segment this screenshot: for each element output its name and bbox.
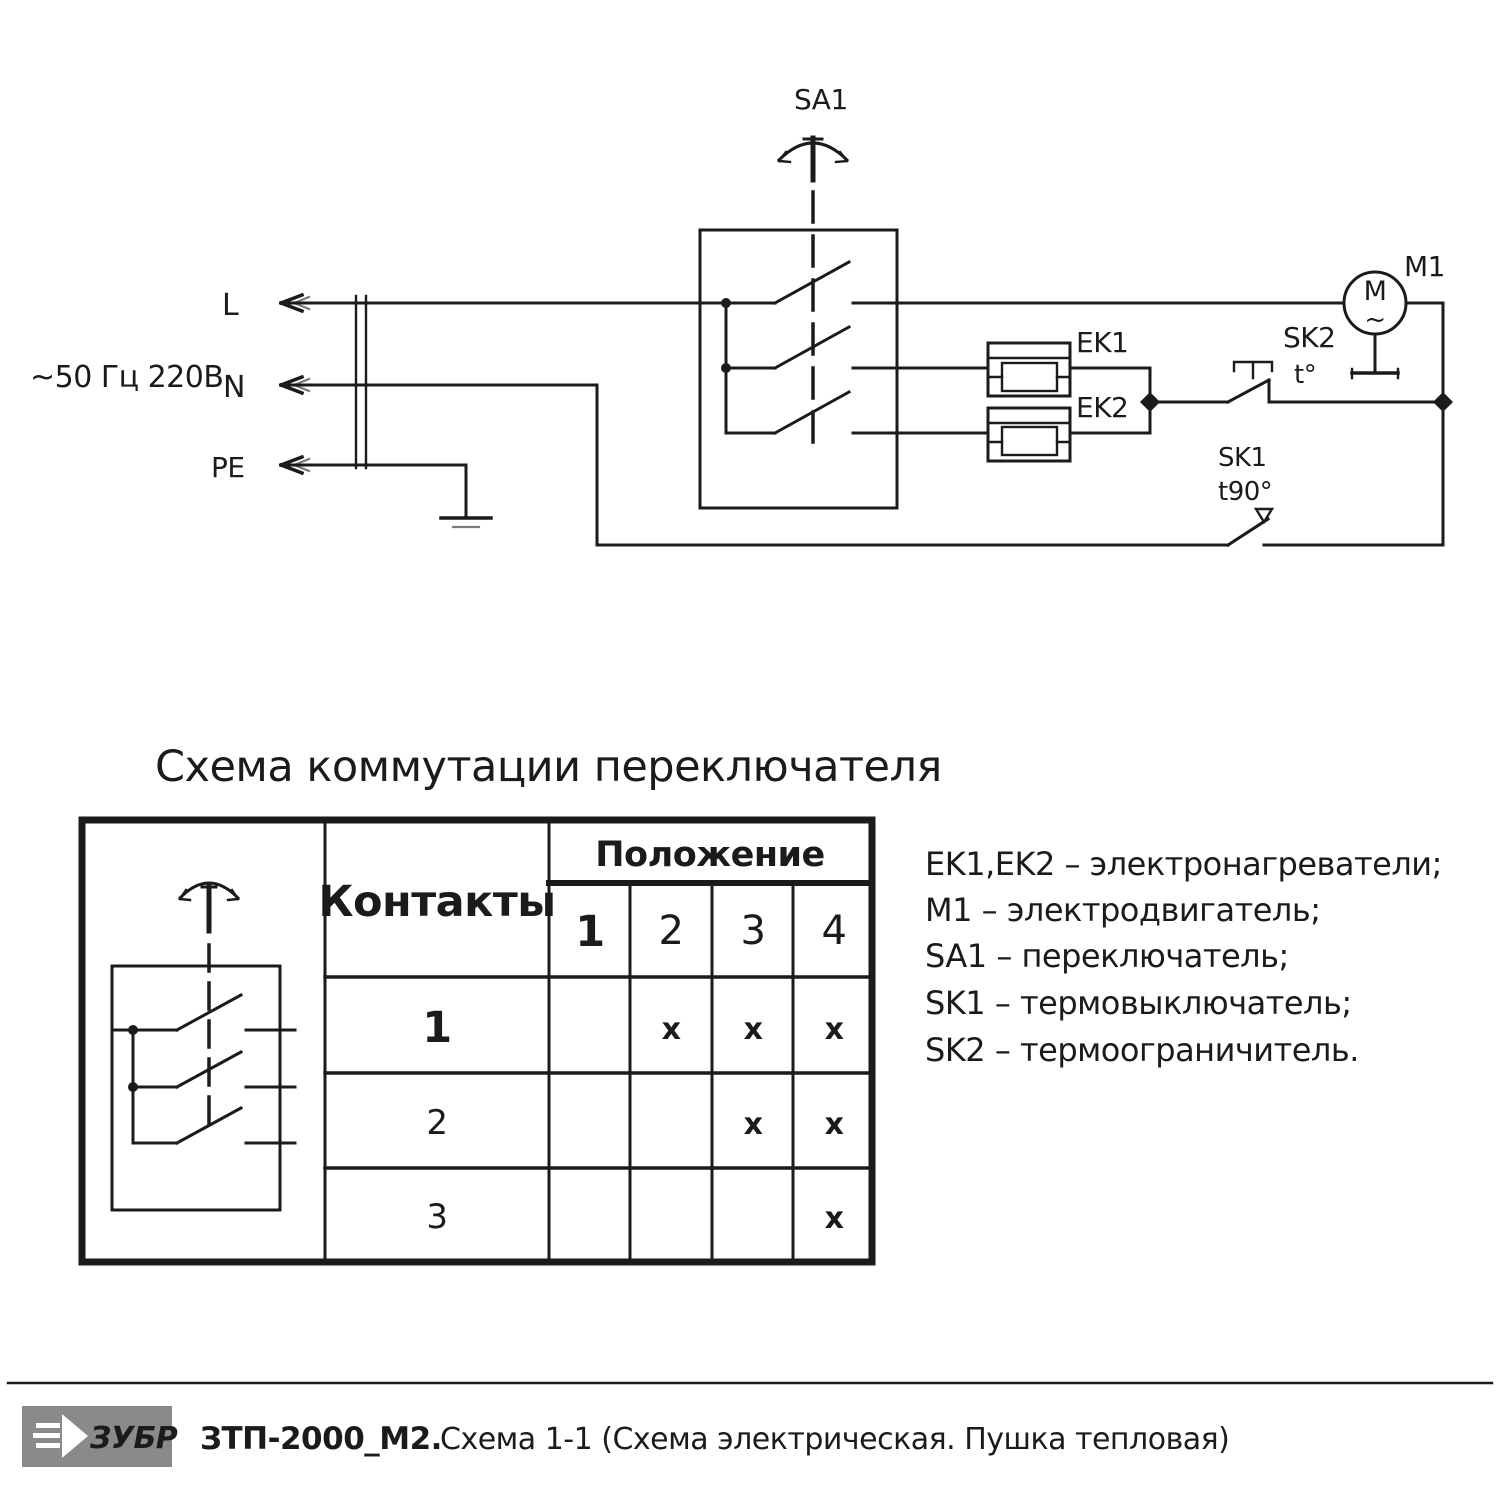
sk1-label: SK1 (1218, 443, 1267, 473)
terminal-label-n: N (223, 370, 245, 405)
rotary-handle-icon (776, 135, 850, 183)
thermal-limiter-sk2: SK2 t° (1225, 321, 1445, 405)
switch-pictogram (110, 881, 297, 1212)
heater-join-wire (1140, 366, 1230, 435)
main-circuit: ~50 Гц 220В L N PE (30, 83, 1453, 548)
plug-connector-icon (354, 294, 368, 470)
m1-label: M1 (1404, 250, 1445, 283)
mark-cell: x (825, 1107, 844, 1142)
junction-node-icon (1140, 392, 1160, 412)
motor-m1: M ~ M1 (1342, 250, 1445, 380)
footer-subtitle: Схема 1-1 (Схема электрическая. Пушка те… (440, 1422, 1229, 1457)
wire-pe (279, 463, 468, 520)
heater-ek1: EK1 (986, 326, 1152, 398)
commutation-section: Схема коммутации переключателя (78, 742, 942, 1266)
contact-row-3-label: 3 (426, 1197, 447, 1237)
footer: ЗУБР ЗТП-2000_М2. Схема 1-1 (Схема элект… (6, 1381, 1494, 1467)
brand-logo: ЗУБР (22, 1406, 178, 1467)
mark-cell: x (825, 1201, 844, 1236)
motor-ground-icon (1350, 332, 1400, 380)
legend-line: SA1 – переключатель; (925, 937, 1289, 975)
contacts-header: Контакты (318, 877, 555, 927)
mark-cell: x (744, 1012, 763, 1047)
motor-symbol: M (1364, 276, 1387, 307)
ek1-label: EK1 (1076, 326, 1128, 359)
power-rating-label: ~50 Гц 220В (30, 360, 223, 395)
position-col-1: 1 (575, 907, 604, 957)
earth-ground-icon (439, 516, 493, 529)
sk2-temp-label: t° (1294, 360, 1316, 390)
ek2-label: EK2 (1076, 391, 1128, 424)
heater-ek2: EK2 (986, 391, 1152, 463)
mark-cell: x (744, 1107, 763, 1142)
legend-line: SK2 – термоограничитель. (925, 1031, 1359, 1069)
table-outer-border (78, 816, 876, 1266)
rotary-handle-icon (177, 881, 241, 934)
position-col-3: 3 (741, 908, 766, 954)
sa1-switch: SA1 (698, 83, 990, 510)
legend-line: SK1 – термовыключатель; (925, 984, 1352, 1022)
wire-n-return (279, 383, 1445, 547)
legend: EK1,EK2 – электронагреватели; M1 – элект… (925, 845, 1442, 1069)
sa1-contact-3 (724, 389, 990, 436)
sk2-label: SK2 (1283, 321, 1335, 354)
terminal-label-l: L (222, 288, 239, 323)
sa1-contact-2 (721, 324, 990, 373)
position-header: Положение (595, 835, 825, 875)
thermal-switch-sk1: SK1 t90° (1218, 443, 1275, 548)
brand-name: ЗУБР (89, 1421, 178, 1456)
terminal-label-pe: PE (211, 451, 245, 484)
sa1-label: SA1 (794, 83, 848, 116)
commutation-title: Схема коммутации переключателя (155, 742, 942, 792)
legend-line: M1 – электродвигатель; (925, 891, 1321, 929)
sa1-contact-1 (721, 259, 852, 308)
zubr-arrow-icon (33, 1414, 88, 1458)
motor-ac-symbol: ~ (1364, 305, 1385, 335)
sk1-temp-label: t90° (1218, 477, 1272, 507)
table-grid (323, 818, 875, 1264)
position-col-2: 2 (659, 908, 684, 954)
position-col-4: 4 (822, 908, 847, 954)
contact-row-1-label: 1 (422, 1003, 451, 1053)
mark-cell: x (825, 1012, 844, 1047)
footer-model: ЗТП-2000_М2. (200, 1421, 442, 1457)
mark-cell: x (662, 1012, 681, 1047)
junction-node-icon (1433, 392, 1453, 412)
contact-row-2-label: 2 (426, 1103, 447, 1143)
legend-line: EK1,EK2 – электронагреватели; (925, 845, 1442, 883)
